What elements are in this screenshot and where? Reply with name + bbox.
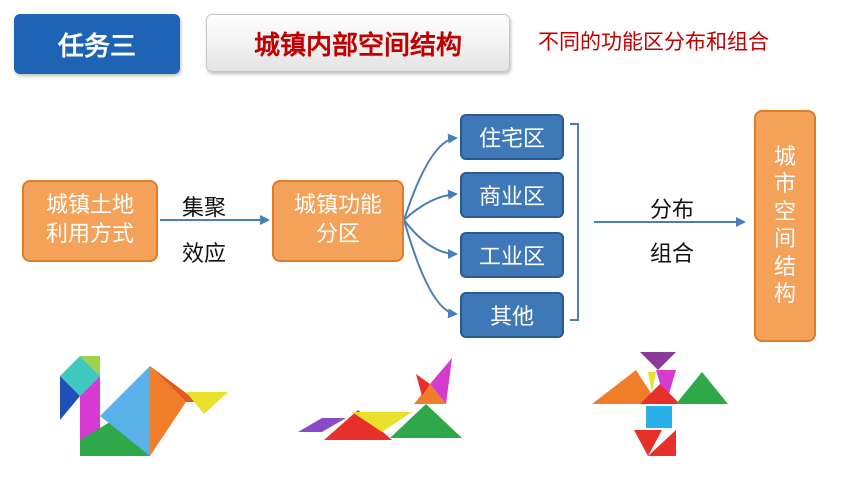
source-box-line1: 城镇土地	[45, 193, 134, 219]
source-box: 城镇土地 利用方式	[22, 180, 158, 262]
source-box-line2: 利用方式	[45, 222, 134, 247]
result-char: 构	[773, 282, 796, 307]
arrow-to-commercial	[403, 189, 458, 221]
result-char: 城	[773, 144, 796, 170]
result-box: 城 市 空 间 结 构	[754, 110, 816, 342]
zone-residential: 住宅区	[460, 114, 564, 160]
zone-other: 其他	[460, 292, 564, 338]
task-badge: 任务三	[14, 14, 180, 74]
result-char: 间	[773, 227, 796, 252]
middle-box: 城镇功能 分区	[272, 180, 404, 262]
zone-bracket	[570, 123, 579, 321]
arrow-to-industrial	[403, 219, 458, 259]
middle-box-line1: 城镇功能	[293, 193, 382, 219]
arrow-to-other	[403, 219, 458, 319]
middle-box-line2: 分区	[315, 222, 360, 247]
page-subtitle: 不同的功能区分布和组合	[538, 30, 769, 54]
page-title: 城镇内部空间结构	[206, 14, 510, 72]
result-char: 市	[773, 172, 796, 197]
result-char: 空	[773, 199, 796, 225]
edge-label-agglomeration-2: 效应	[182, 242, 227, 267]
edge-label-distribution-2: 组合	[650, 242, 695, 267]
zone-commercial: 商业区	[460, 172, 564, 218]
edge-label-distribution-1: 分布	[650, 198, 695, 223]
arrow-to-residential	[403, 133, 458, 221]
edge-label-agglomeration-1: 集聚	[182, 196, 227, 221]
result-char: 结	[773, 254, 796, 280]
zone-industrial: 工业区	[460, 232, 564, 278]
